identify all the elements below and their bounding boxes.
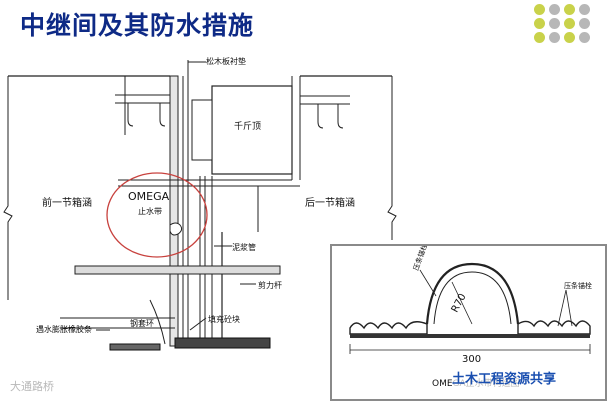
decor-dot — [549, 18, 560, 29]
label-rear-box: 后一节箱涵 — [305, 196, 355, 209]
rebar-hook — [337, 104, 344, 129]
omega-arch-outer — [425, 262, 520, 325]
label-jack: 千斤顶 — [234, 121, 261, 132]
leader-line — [557, 289, 567, 327]
omega-waterstop-shape — [169, 222, 183, 236]
label-waterstop: 止水带 — [138, 206, 162, 216]
label-steel-ring: 钢套环 — [130, 318, 154, 328]
decor-dot — [579, 4, 590, 15]
leader-line — [189, 317, 207, 331]
decor-dot — [534, 18, 545, 29]
decor-dot — [579, 18, 590, 29]
rebar-hook — [127, 103, 134, 127]
jack-body — [211, 85, 293, 175]
decor-dot — [549, 4, 560, 15]
label-omega: OMEGA — [128, 190, 170, 203]
label-anchor-left: 压条锚栓 — [411, 246, 429, 272]
decor-dot — [534, 32, 545, 43]
omega-arch-inner — [433, 271, 512, 325]
decor-dot — [549, 32, 560, 43]
label-fill-concrete: 填充砼块 — [208, 314, 240, 324]
decorative-dots — [534, 4, 606, 44]
rebar-hook — [159, 103, 166, 127]
label-pine-board: 松木板衬垫 — [206, 56, 246, 66]
decor-dot — [564, 4, 575, 15]
leader-line — [565, 289, 573, 327]
omega-flange-left — [349, 321, 428, 335]
break-line-left — [3, 76, 13, 300]
watermark-left: 大通路桥 — [10, 380, 54, 393]
tie-rod — [74, 265, 281, 275]
jack-piston — [191, 99, 213, 161]
break-line-right — [387, 76, 397, 240]
rebar-hook — [317, 104, 324, 129]
label-front-box: 前一节箱涵 — [42, 196, 92, 209]
label-grout-pipe: 泥浆管 — [232, 242, 256, 252]
label-dim-300: 300 — [462, 354, 481, 365]
swell-strip-block — [109, 343, 161, 351]
watermark-right: 土木工程资源共享 — [452, 368, 557, 387]
decor-dot — [579, 32, 590, 43]
radius-line — [451, 281, 473, 325]
front-box-end-plate — [169, 75, 179, 347]
decor-dot — [564, 32, 575, 43]
label-tie-rod: 剪力杆 — [258, 280, 282, 290]
page-title: 中继间及其防水措施 — [20, 11, 255, 40]
omega-base-plate — [350, 334, 590, 338]
omega-highlight-circle — [106, 172, 208, 258]
leader-line — [419, 269, 437, 297]
omega-flange-right — [517, 320, 591, 335]
decor-dot — [564, 18, 575, 29]
label-swell-strip: 遇水膨胀橡胶条 — [36, 324, 92, 334]
label-anchor-right: 压条锚栓 — [564, 281, 592, 290]
steel-ring-shape — [149, 299, 166, 345]
fill-concrete-block — [174, 337, 271, 349]
decor-dot — [534, 4, 545, 15]
